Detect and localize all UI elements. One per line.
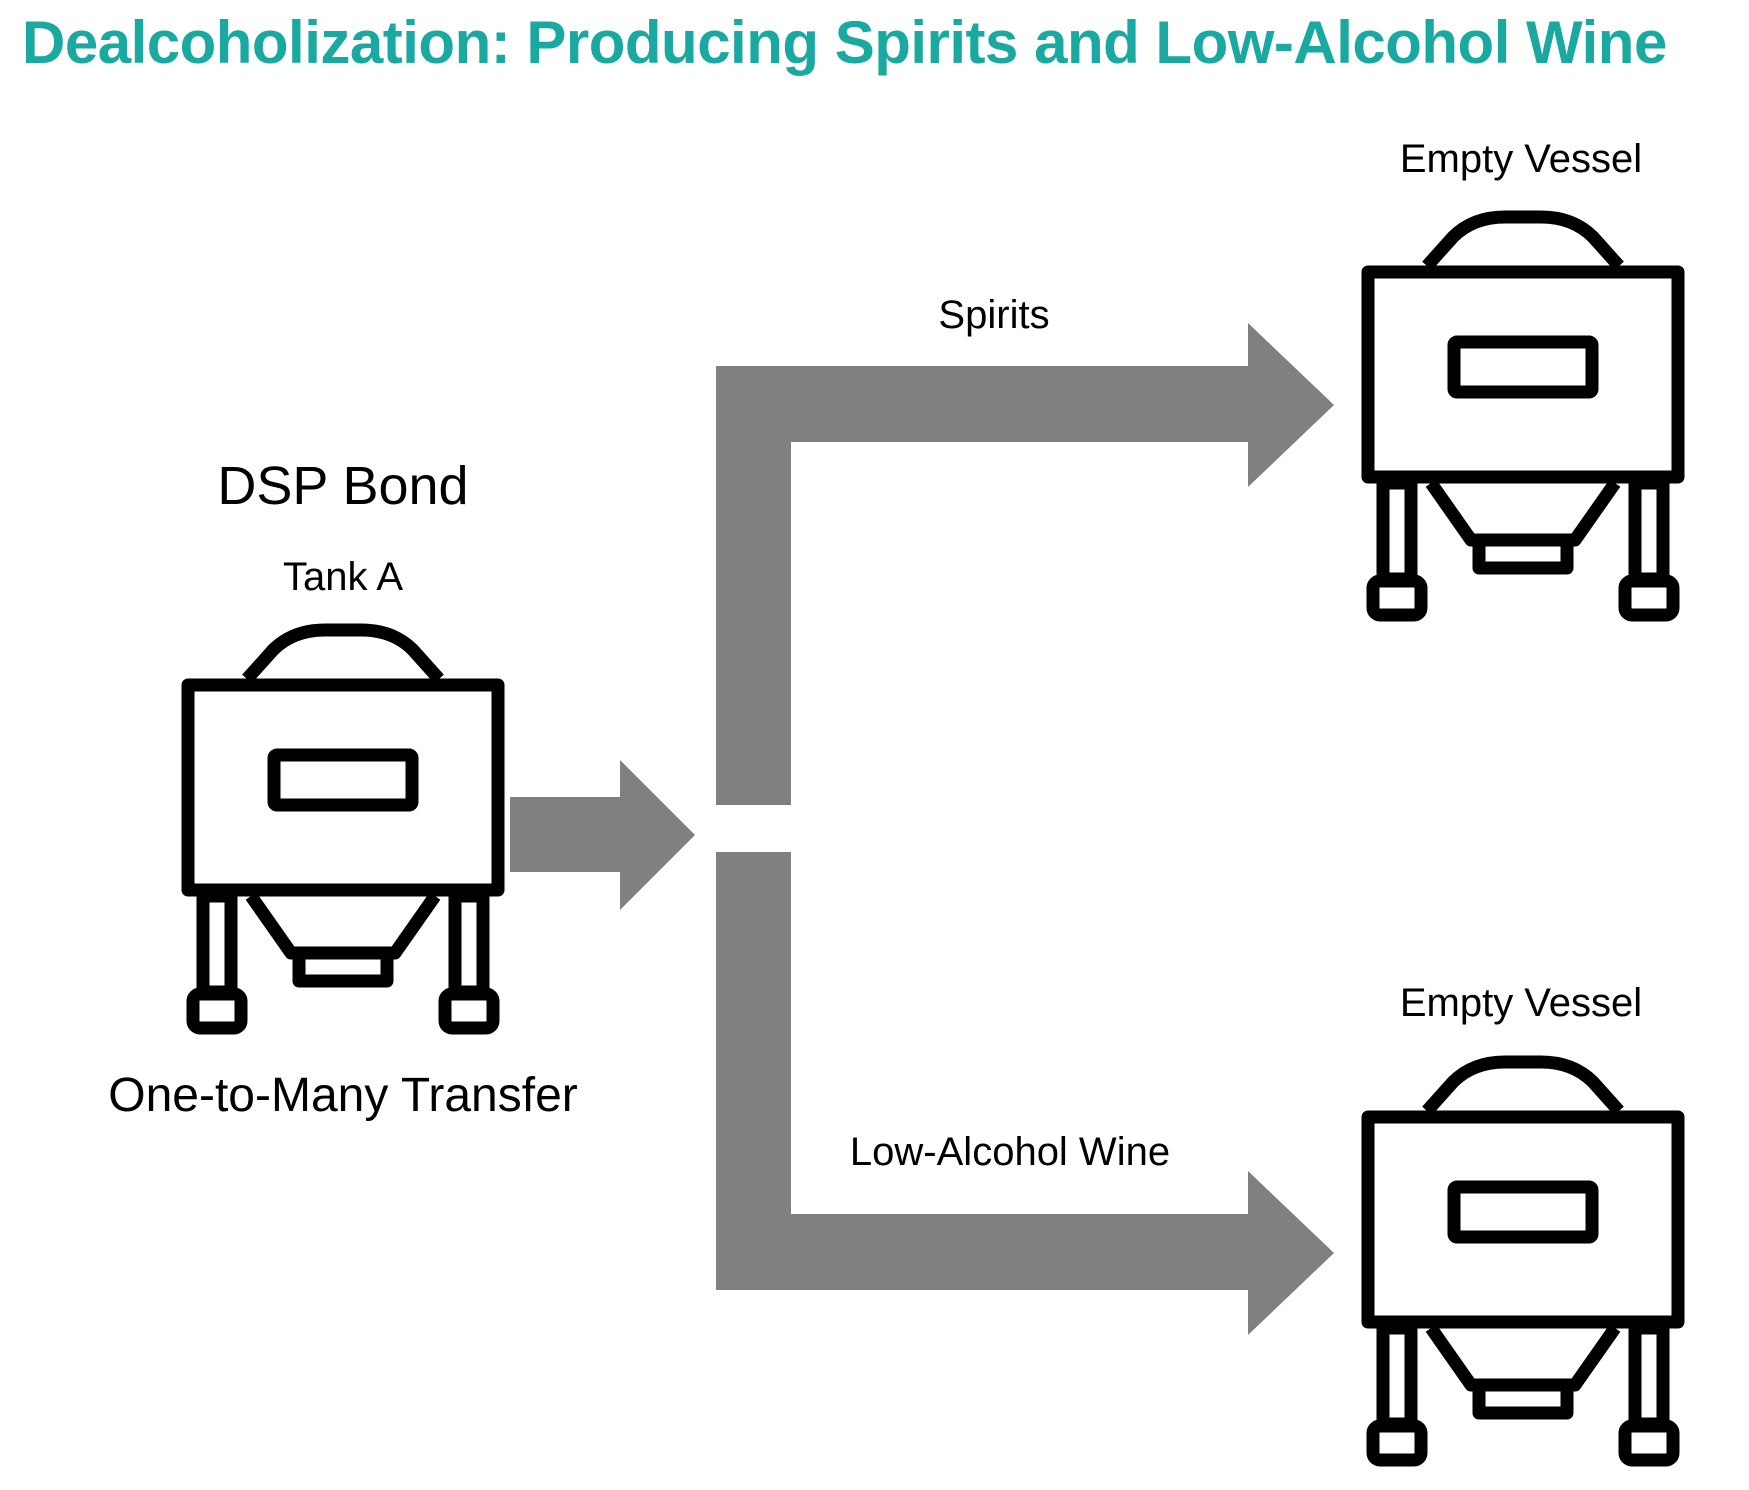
transfer-arrow: [510, 760, 695, 910]
transfer-caption: One-to-Many Transfer: [108, 1069, 578, 1122]
top-vessel-label: Empty Vessel: [1399, 137, 1643, 181]
low-alcohol-wine-vessel-icon: [1368, 1062, 1678, 1460]
bottom-vessel-label: Empty Vessel: [1399, 981, 1643, 1025]
spirits-flow-label: Spirits: [938, 293, 1050, 337]
tank-a-label: Tank A: [282, 555, 404, 599]
low-alcohol-wine-flow-label: Low-Alcohol Wine: [849, 1130, 1171, 1174]
source-tank-icon: [188, 630, 498, 1028]
spirits-flow-arrow: [716, 323, 1334, 805]
page-title: Dealcoholization: Producing Spirits and …: [22, 9, 1667, 76]
dsp-bond-label: DSP Bond: [217, 456, 469, 516]
spirits-vessel-icon: [1368, 217, 1678, 615]
low-alcohol-wine-flow-arrow: [716, 852, 1334, 1335]
